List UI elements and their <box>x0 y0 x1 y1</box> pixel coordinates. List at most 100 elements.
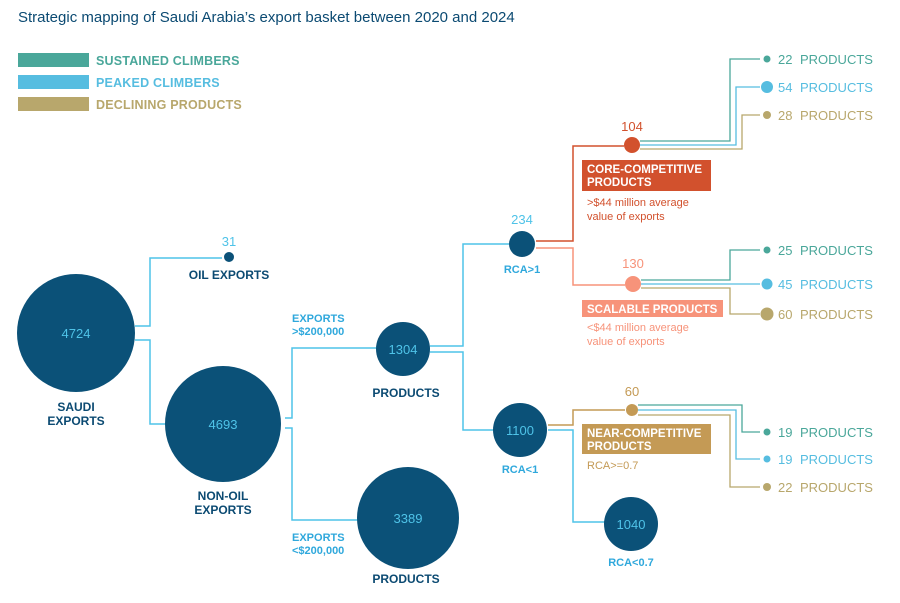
breakdown-item-peaked: 54 PRODUCTS <box>761 80 873 95</box>
near-breakdown-connectors <box>638 404 760 488</box>
connector-nonoil-high <box>285 347 376 419</box>
breakdown-unit: PRODUCTS <box>800 307 873 322</box>
tree-connectors <box>135 243 605 523</box>
category-label-line1: NEAR-COMPETITIVE <box>587 428 702 440</box>
node-label: RCA<0.7 <box>608 557 654 569</box>
node-high-value-products: EXPORTS >$200,000 1304 PRODUCTS <box>292 313 440 400</box>
category-label-line2: PRODUCTS <box>587 177 652 189</box>
breakdown-count: 22 <box>778 480 792 495</box>
category-desc-line1: RCA>=0.7 <box>587 460 638 472</box>
category-near-competitive: 60 NEAR-COMPETITIVE PRODUCTS RCA>=0.7 <box>582 384 711 472</box>
node-label: RCA>1 <box>504 264 540 276</box>
node-label: RCA<1 <box>502 464 538 476</box>
breakdown-item-peaked: 45 PRODUCTS <box>761 277 873 292</box>
breakdown-dot <box>763 483 771 491</box>
category-desc-line1: <$44 million average <box>587 322 689 334</box>
page-title: Strategic mapping of Saudi Arabia’s expo… <box>18 9 515 26</box>
node-rca-lt1: 1100 RCA<1 <box>493 403 547 476</box>
branch-label-line2: >$200,000 <box>292 326 344 338</box>
category-label-box <box>582 300 723 317</box>
category-dot <box>626 404 638 416</box>
breakdown-count: 19 <box>778 425 792 440</box>
category-dot <box>625 276 641 292</box>
breakdown-unit: PRODUCTS <box>800 480 873 495</box>
node-label-line1: NON-OIL <box>198 489 249 503</box>
breakdown-dot <box>763 455 771 463</box>
connector-saudi-oil <box>135 257 222 327</box>
node-circle <box>17 274 135 392</box>
breakdown-unit: PRODUCTS <box>800 52 873 67</box>
category-dot <box>624 137 640 153</box>
legend-item-peaked: PEAKED CLIMBERS <box>18 75 220 90</box>
scalable-breakdown: 25 PRODUCTS 45 PRODUCTS 60 PRODUCTS <box>760 243 873 322</box>
connector-high-rcalt1 <box>430 351 493 431</box>
near-breakdown: 19 PRODUCTS 19 PRODUCTS 22 PRODUCTS <box>763 425 873 495</box>
node-value: 4724 <box>62 326 91 341</box>
connector-rcagt1-scalable <box>536 247 625 286</box>
breakdown-count: 60 <box>778 307 792 322</box>
node-label-line1: SAUDI <box>57 400 94 414</box>
node-circle <box>376 322 430 376</box>
category-label-line1: CORE-COMPETITIVE <box>587 164 702 176</box>
node-value: 31 <box>222 234 236 249</box>
category-label-line1: SCALABLE PRODUCTS <box>587 304 718 316</box>
node-circle <box>357 467 459 569</box>
core-breakdown-connectors <box>640 58 760 150</box>
node-label: PRODUCTS <box>372 572 439 586</box>
category-desc-line1: >$44 million average <box>587 197 689 209</box>
legend-swatch-declining <box>18 97 89 111</box>
breakdown-unit: PRODUCTS <box>800 108 873 123</box>
node-value: 3389 <box>394 511 423 526</box>
core-breakdown: 22 PRODUCTS 54 PRODUCTS 28 PRODUCTS <box>761 52 873 123</box>
breakdown-item-peaked: 19 PRODUCTS <box>763 452 873 467</box>
category-label-box <box>582 424 711 454</box>
node-circle <box>604 497 658 551</box>
breakdown-dot <box>760 307 774 321</box>
breakdown-dot <box>761 81 773 93</box>
breakdown-item-sustained: 25 PRODUCTS <box>763 243 873 258</box>
node-value: 1304 <box>389 342 418 357</box>
legend-label-sustained: SUSTAINED CLIMBERS <box>96 54 240 68</box>
breakdown-item-sustained: 19 PRODUCTS <box>763 425 873 440</box>
category-desc-line2: value of exports <box>587 336 665 348</box>
category-label-box <box>582 160 711 191</box>
breakdown-item-declining: 60 PRODUCTS <box>760 307 873 322</box>
legend-item-declining: DECLINING PRODUCTS <box>18 97 242 112</box>
node-circle <box>165 366 281 482</box>
breakdown-count: 19 <box>778 452 792 467</box>
connector-nonoil-low <box>285 427 360 521</box>
breakdown-count: 28 <box>778 108 792 123</box>
breakdown-dot <box>763 111 771 119</box>
scalable-breakdown-connectors <box>641 249 760 315</box>
category-value: 60 <box>625 384 639 399</box>
node-low-value-products: EXPORTS <$200,000 3389 PRODUCTS <box>292 467 459 586</box>
breakdown-count: 22 <box>778 52 792 67</box>
connector-rcalt1-rcalt07 <box>548 429 605 523</box>
breakdown-unit: PRODUCTS <box>800 277 873 292</box>
category-scalable: 130 SCALABLE PRODUCTS <$44 million avera… <box>582 256 723 348</box>
legend-label-declining: DECLINING PRODUCTS <box>96 98 242 112</box>
breakdown-count: 54 <box>778 80 792 95</box>
breakdown-unit: PRODUCTS <box>800 243 873 258</box>
node-label: OIL EXPORTS <box>189 268 269 282</box>
breakdown-dot <box>761 278 773 290</box>
connector-rcagt1-core <box>536 145 624 242</box>
node-value: 1100 <box>506 423 534 438</box>
node-circle <box>509 231 535 257</box>
connector-high-rcagt1 <box>430 243 509 347</box>
node-value: 234 <box>511 212 533 227</box>
node-rca-gt1: 234 RCA>1 <box>504 212 540 276</box>
category-desc-line2: value of exports <box>587 211 665 223</box>
node-nonoil-exports: 4693 NON-OIL EXPORTS <box>165 366 281 517</box>
connector-saudi-nonoil <box>135 339 168 425</box>
breakdown-dot <box>763 428 771 436</box>
node-oil-exports: 31 OIL EXPORTS <box>189 234 269 282</box>
breakdown-unit: PRODUCTS <box>800 452 873 467</box>
legend: SUSTAINED CLIMBERS PEAKED CLIMBERS DECLI… <box>18 53 242 112</box>
breakdown-dot <box>763 246 771 254</box>
node-circle <box>493 403 547 457</box>
branch-label-line1: EXPORTS <box>292 532 345 544</box>
node-rca-lt07: 1040 RCA<0.7 <box>604 497 658 569</box>
